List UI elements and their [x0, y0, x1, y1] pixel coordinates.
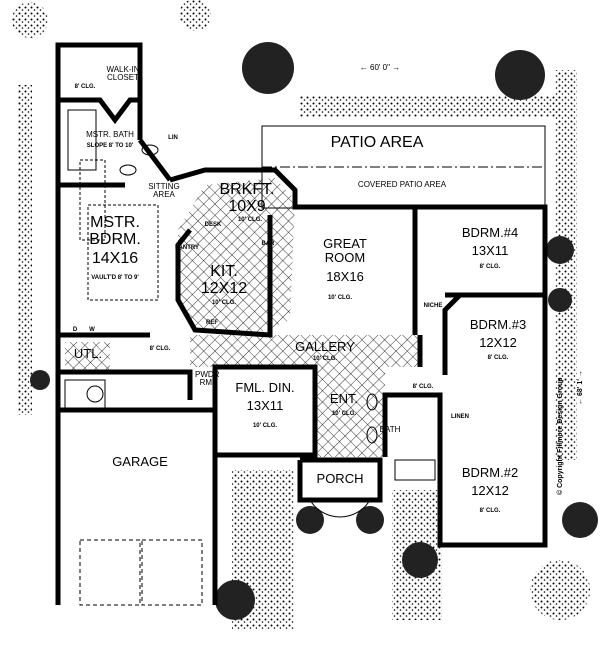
breakfast-ceiling: 10' CLG.	[237, 217, 263, 223]
desk-label: DESK	[204, 222, 222, 228]
width-dimension-value: 60' 0"	[370, 63, 390, 72]
great-room-ceiling: 10' CLG.	[327, 295, 353, 301]
formal-dining-ceiling: 10' CLG.	[252, 423, 278, 429]
kitchen-ceiling: 10' CLG.	[211, 300, 237, 306]
entry-ceiling: 10' CLG.	[331, 411, 357, 417]
linen-label: LINEN	[451, 414, 469, 420]
great-room-label: GREAT ROOM	[323, 236, 367, 265]
covered-patio-label: COVERED PATIO AREA	[357, 180, 447, 189]
sitting-area-label: SITTING AREA	[148, 182, 180, 200]
bedroom4-size: 13X11	[471, 243, 509, 258]
depth-dimension: ← 68' 1' →	[577, 370, 584, 405]
bedroom3-label: BDRM.#3	[469, 317, 527, 332]
kitchen-size: 12X12	[200, 280, 248, 297]
formal-dining-label: FML. DIN.	[235, 380, 295, 395]
utility-label: UTL.	[73, 346, 103, 361]
bar-label: BAR	[261, 241, 275, 247]
walk-in-closet-ceiling: 8' CLG.	[74, 84, 96, 90]
bedroom-hall-ceiling: 8' CLG.	[412, 384, 434, 390]
tiled-floors	[65, 178, 420, 457]
gallery-ceiling: 10' CLG.	[312, 356, 338, 362]
bedroom3-size: 12X12	[479, 335, 517, 350]
bedroom4-ceiling: 8' CLG.	[479, 264, 501, 270]
master-bath-ceiling: SLOPE 8' TO 10'	[86, 143, 134, 149]
depth-dimension-value: 68' 1'	[577, 379, 584, 397]
breakfast-label: BRKFT.	[219, 181, 275, 198]
bedroom2-ceiling: 8' CLG.	[479, 508, 501, 514]
pantry-label: PANTRY	[175, 245, 199, 251]
hall-ceiling: 8' CLG.	[149, 346, 171, 352]
walk-in-closet-label: WALK-IN CLOSET	[106, 65, 140, 83]
master-bath-label: MSTR. BATH	[86, 130, 134, 139]
bath-label: BATH	[379, 425, 401, 434]
bedroom4-label: BDRM.#4	[461, 225, 519, 240]
walls	[55, 42, 548, 605]
entry-label: ENT.	[329, 391, 359, 406]
garage-label: GARAGE	[112, 454, 168, 469]
master-linen-label: LIN	[168, 135, 178, 141]
bedroom2-size: 12X12	[471, 483, 509, 498]
master-bedroom-ceiling: VAULT'D 8' TO 9'	[91, 275, 139, 281]
kitchen-label: KIT.	[210, 263, 238, 280]
bedroom2-label: BDRM.#2	[461, 465, 519, 480]
width-dimension: ← 60' 0" →	[359, 63, 401, 72]
fixtures	[64, 109, 436, 606]
porch-label: PORCH	[316, 471, 364, 486]
master-bedroom-size: 14X16	[91, 250, 139, 267]
refrigerator-label: REF	[206, 320, 218, 326]
formal-dining-size: 13X11	[246, 398, 284, 413]
breakfast-size: 10X9	[228, 198, 266, 215]
gallery-label: GALLERY	[295, 339, 355, 354]
dryer-label: D	[72, 327, 78, 333]
washer-label: W	[89, 327, 95, 333]
master-bedroom-label: MSTR. BDRM.	[89, 214, 141, 248]
niche-label: NICHE	[423, 303, 443, 309]
copyright-text: © Copyright Fillmore Design Group	[557, 377, 564, 495]
landscaping	[12, 0, 598, 630]
powder-room-label: PWDR RM.	[195, 370, 220, 388]
patio-label: PATIO AREA	[330, 134, 424, 151]
bedroom3-ceiling: 8' CLG.	[487, 355, 509, 361]
great-room-size: 18X16	[326, 269, 364, 284]
